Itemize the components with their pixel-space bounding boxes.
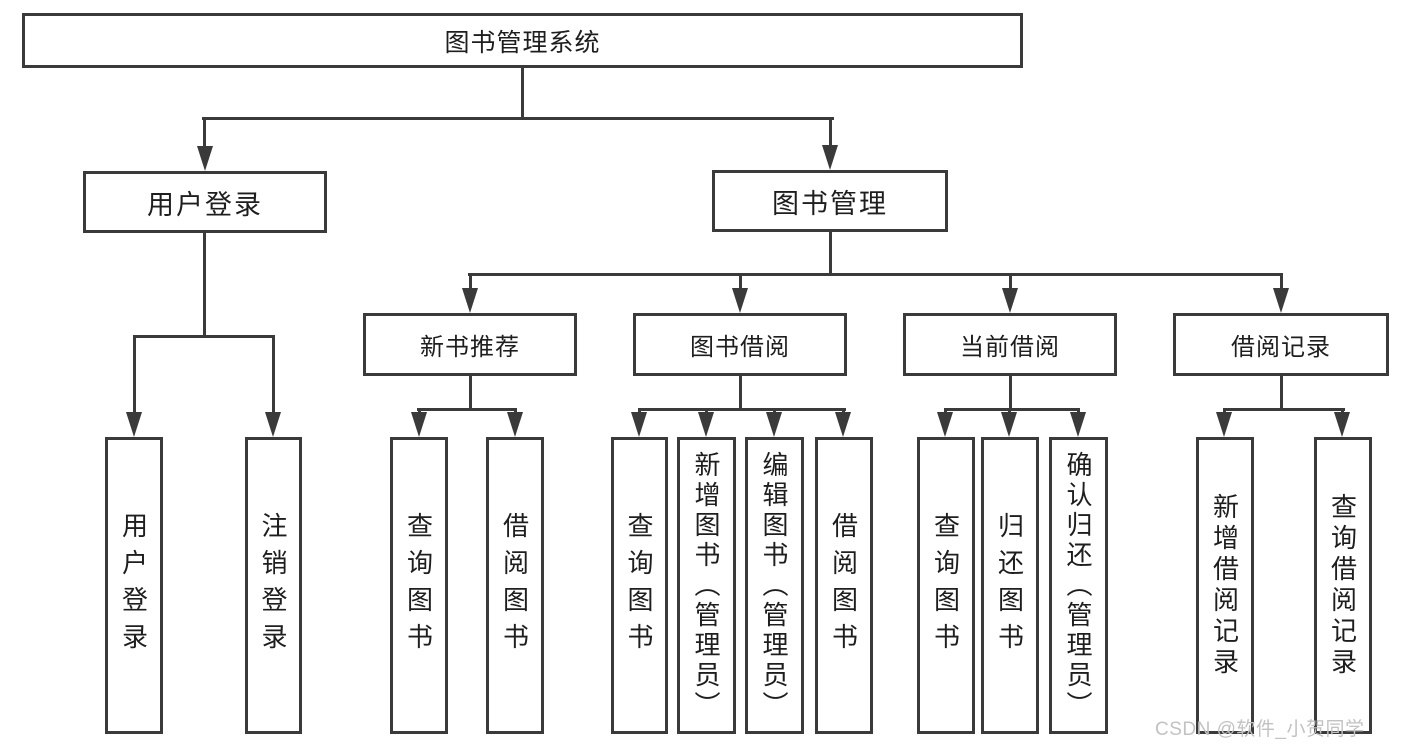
leaf-user-login: 用户登录 [105, 437, 163, 734]
arrow-down-icon [1216, 412, 1232, 437]
leaf-records-add-record: 新增借阅记录 [1196, 437, 1254, 734]
connector-line [202, 117, 834, 120]
arrow-down-icon [265, 412, 281, 437]
connector-line [417, 408, 517, 411]
connector-line [203, 117, 206, 149]
arrow-down-icon [507, 412, 523, 437]
connector-line [829, 232, 832, 276]
connector-line [133, 335, 275, 338]
node-label: 借阅记录 [1231, 334, 1331, 361]
leaf-current-query-books: 查询图书 [917, 437, 975, 734]
connector-line [1280, 273, 1283, 290]
node-label: 新增借阅记录 [1209, 492, 1240, 679]
leaf-records-query-record: 查询借阅记录 [1314, 437, 1372, 734]
arrow-down-icon [1273, 288, 1289, 313]
leaf-borrow-query-books: 查询图书 [611, 437, 668, 734]
node-label: 归还图书 [994, 511, 1025, 660]
connector-line [1223, 408, 1345, 411]
node-label: 查询图书 [403, 511, 434, 660]
connector-line [133, 335, 136, 413]
arrow-down-icon [835, 412, 851, 437]
connector-line [739, 376, 742, 411]
watermark: CSDN @软件_小贺同学 [1155, 719, 1365, 740]
node-label: 查询图书 [624, 511, 654, 660]
arrow-down-icon [698, 412, 714, 437]
arrow-down-icon [462, 288, 478, 313]
connector-line [469, 273, 472, 290]
connector-line [638, 408, 846, 411]
node-current-borrow: 当前借阅 [903, 313, 1117, 376]
connector-line [1009, 273, 1012, 290]
connector-line [829, 117, 832, 149]
arrow-down-icon [197, 146, 213, 171]
arrow-down-icon [1334, 412, 1350, 437]
arrow-down-icon [937, 412, 953, 437]
node-label: 查询图书 [930, 511, 961, 660]
arrow-down-icon [631, 412, 647, 437]
connector-line [469, 376, 472, 411]
node-label: 新增图书（管理员） [691, 450, 721, 721]
node-label: 图书管理 [772, 188, 888, 219]
node-label: 注销登录 [258, 511, 288, 660]
node-book-borrow: 图书借阅 [633, 313, 847, 376]
node-borrow-records: 借阅记录 [1173, 313, 1389, 376]
node-label: 用户登录 [118, 511, 149, 660]
node-book-management: 图书管理 [712, 170, 948, 232]
arrow-down-icon [766, 412, 782, 437]
connector-line [944, 408, 1080, 411]
leaf-recommend-borrow-books: 借阅图书 [486, 437, 544, 734]
leaf-borrow-borrow-books: 借阅图书 [815, 437, 873, 734]
leaf-current-return-books: 归还图书 [981, 437, 1039, 734]
leaf-borrow-edit-books-admin: 编辑图书（管理员） [745, 437, 804, 734]
arrow-down-icon [1002, 288, 1018, 313]
arrow-down-icon [126, 412, 142, 437]
connector-line [203, 233, 206, 338]
node-root: 图书管理系统 [22, 13, 1023, 68]
connector-line [1009, 376, 1012, 411]
leaf-borrow-add-books-admin: 新增图书（管理员） [677, 437, 736, 734]
node-label: 图书管理系统 [444, 28, 601, 57]
leaf-current-confirm-return-admin: 确认归还（管理员） [1049, 437, 1108, 734]
node-label: 借阅图书 [828, 511, 859, 660]
node-label: 确认归还（管理员） [1063, 450, 1093, 721]
node-label: 借阅图书 [499, 511, 530, 660]
arrow-down-icon [732, 288, 748, 313]
connector-line [521, 68, 524, 120]
node-label: 编辑图书（管理员） [759, 450, 789, 721]
node-label: 图书借阅 [690, 334, 790, 361]
connector-line [739, 273, 742, 290]
arrow-down-icon [411, 412, 427, 437]
node-label: 当前借阅 [960, 334, 1060, 361]
node-label: 用户登录 [147, 189, 263, 220]
connector-line [272, 335, 275, 413]
arrow-down-icon [1070, 412, 1086, 437]
node-user-login: 用户登录 [83, 171, 327, 233]
connector-line [1280, 376, 1283, 411]
node-new-book-recommend: 新书推荐 [363, 313, 577, 376]
node-label: 查询借阅记录 [1327, 492, 1358, 679]
leaf-recommend-query-books: 查询图书 [390, 437, 448, 734]
arrow-down-icon [1001, 412, 1017, 437]
node-label: 新书推荐 [420, 334, 520, 361]
connector-line [468, 273, 1283, 276]
arrow-down-icon [822, 145, 838, 170]
leaf-logout: 注销登录 [245, 437, 302, 734]
